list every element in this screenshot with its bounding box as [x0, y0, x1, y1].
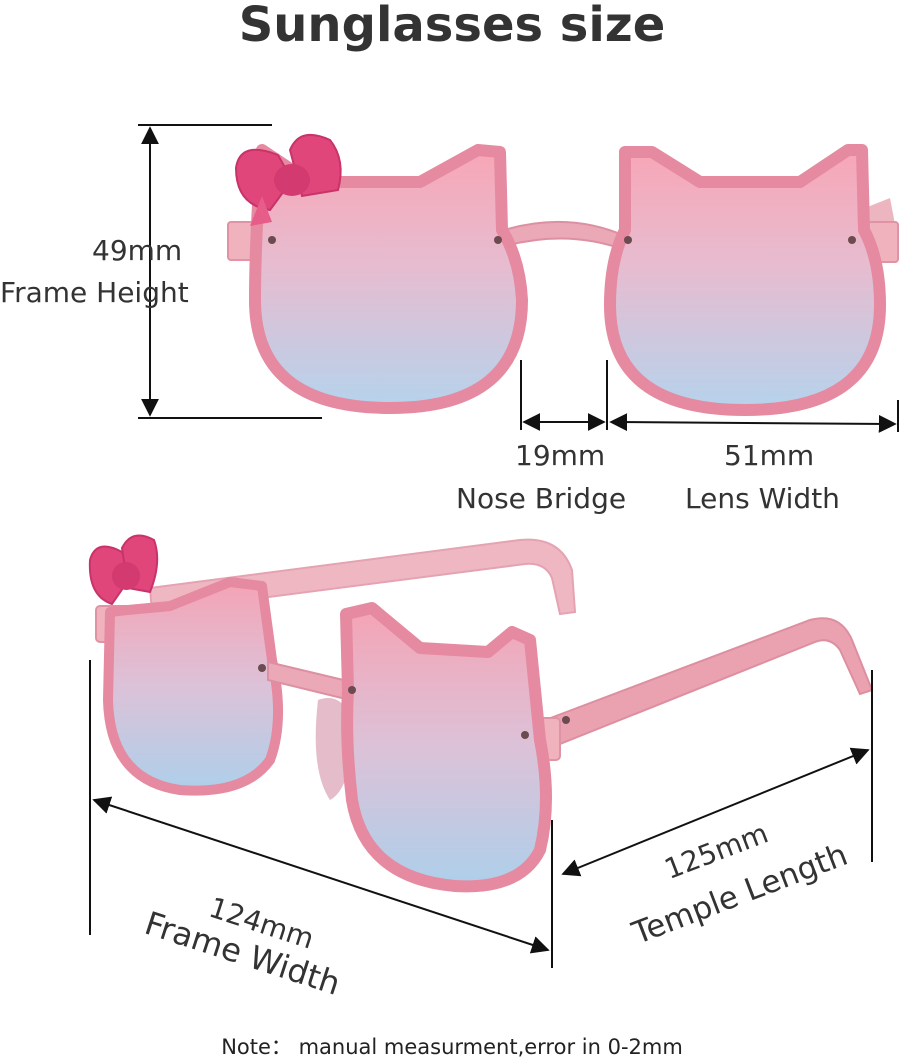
temple-length-dimension: [561, 670, 873, 877]
lens-width-dimension: [609, 400, 899, 433]
nose-bridge-label: Nose Bridge: [456, 482, 627, 515]
page-title: Sunglasses size: [238, 0, 666, 53]
frame-height-label: Frame Height: [0, 276, 189, 309]
nose-bridge-dimension: [520, 360, 608, 431]
frame-height-value: 49mm: [92, 234, 183, 267]
bow-decoration: [234, 133, 342, 226]
frame-height-dimension: [138, 124, 322, 419]
nose-bridge: [497, 220, 626, 252]
right-temple-angled: [538, 617, 874, 750]
measurement-note: Note： manual measurment,error in 0-2mm: [221, 1035, 683, 1059]
nose-bridge-value: 19mm: [515, 439, 606, 472]
lens-width-label: Lens Width: [685, 482, 840, 515]
bow-decoration-angled: [88, 534, 159, 606]
lens-width-value: 51mm: [724, 439, 815, 472]
front-view-glasses: [227, 133, 899, 416]
left-lens-angled: [103, 577, 284, 796]
left-lens: [249, 144, 528, 414]
frame-width-dimension: [89, 660, 553, 968]
right-lens-angled: [340, 602, 552, 893]
right-lens: [604, 144, 886, 416]
